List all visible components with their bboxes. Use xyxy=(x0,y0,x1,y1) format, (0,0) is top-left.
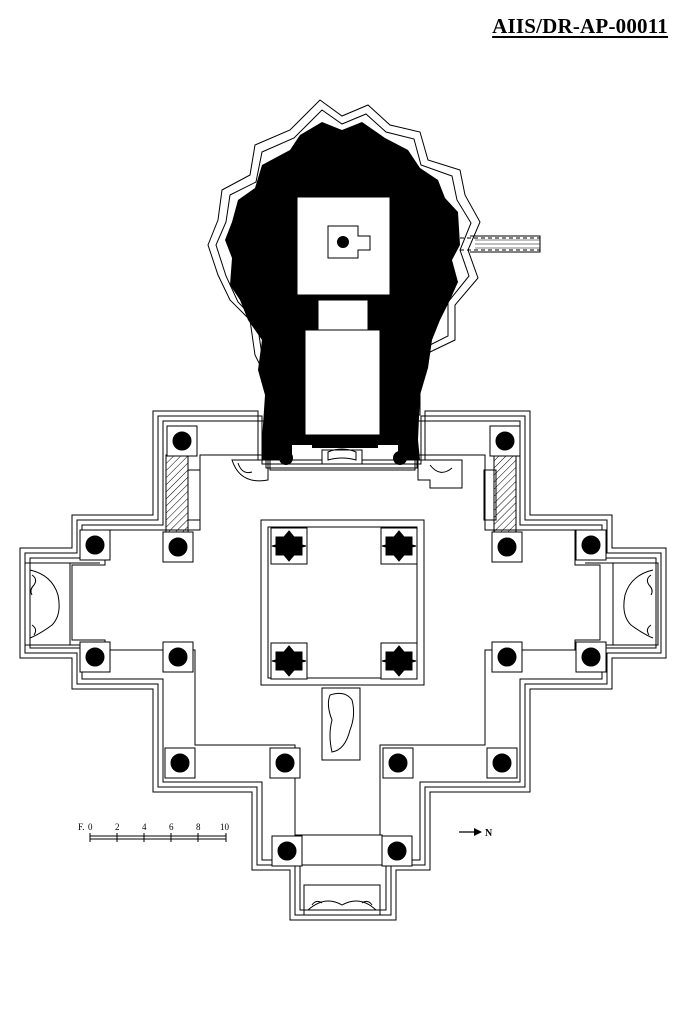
porch-south-steps xyxy=(301,834,383,866)
pillar-base xyxy=(575,529,607,561)
entrance-porches xyxy=(24,562,659,916)
scale-tick-label: 4 xyxy=(142,822,147,832)
scale-tick-label: 8 xyxy=(196,822,201,832)
porch-west xyxy=(24,562,71,646)
scale-tick-label: 10 xyxy=(220,822,230,832)
scale-bar: F. 0 2 4 6 8 10 xyxy=(78,822,230,842)
niche-sculpture-left xyxy=(231,459,269,482)
niche-north-wall-figure xyxy=(483,469,497,521)
pillar-base xyxy=(575,641,607,673)
pillar-base xyxy=(491,641,523,673)
hatched-wall-north xyxy=(493,454,517,534)
north-label: N xyxy=(485,828,493,839)
pillar-base xyxy=(382,747,414,779)
pillar-base xyxy=(162,531,194,563)
central-pillar xyxy=(380,642,418,680)
central-pillars xyxy=(270,527,418,680)
carving-east xyxy=(623,569,654,639)
carving-south xyxy=(307,900,377,911)
central-pillar xyxy=(270,527,308,565)
nandi-slab xyxy=(321,687,361,761)
hall-central-platform-inner xyxy=(267,526,418,679)
hall-central-platform xyxy=(260,519,425,686)
hatched-wall-south xyxy=(165,454,189,534)
drawing-reference-code: AIIS/DR-AP-00011 xyxy=(492,14,668,38)
pillar-base xyxy=(491,531,523,563)
pillar-base xyxy=(166,425,198,457)
shrine-junction-pillars xyxy=(279,451,407,465)
junction-pillar xyxy=(393,451,407,465)
hall-inner-wall xyxy=(71,454,601,836)
scale-tick-label: 0 xyxy=(88,822,93,832)
scale-unit-label: F. xyxy=(78,822,85,832)
pillar-base xyxy=(269,747,301,779)
arrow-head-icon xyxy=(474,828,482,836)
shrine-threshold xyxy=(321,449,363,465)
pillar-base xyxy=(486,747,518,779)
pillar-base xyxy=(489,425,521,457)
plinth-outline xyxy=(19,410,667,921)
antarala-passage xyxy=(304,329,381,436)
star-outer-line xyxy=(207,99,481,416)
central-pillar xyxy=(270,642,308,680)
plinth-inner-line xyxy=(24,415,662,916)
niche-sculpture-right xyxy=(417,459,463,489)
niche-sculptures xyxy=(187,459,497,521)
scale-tick-label: 6 xyxy=(169,822,174,832)
pillar-base xyxy=(164,747,196,779)
antarala-doorway xyxy=(317,299,369,331)
hall-pillars xyxy=(79,425,607,867)
niche-south-wall-figure xyxy=(187,469,201,521)
garbhagriha xyxy=(296,196,541,296)
central-pillar xyxy=(380,527,418,565)
pillar-base xyxy=(79,529,111,561)
north-arrow: N xyxy=(459,828,493,839)
plinth-inner-line-2 xyxy=(29,420,657,911)
porch-south xyxy=(303,884,381,916)
scale-tick-label: 2 xyxy=(115,822,120,832)
junction-pillar xyxy=(279,451,293,465)
pillar-base xyxy=(381,835,413,867)
balustrade-carvings xyxy=(29,569,654,911)
vimana-star-outline xyxy=(207,99,481,416)
porch-east xyxy=(612,562,659,646)
antarala xyxy=(304,299,381,465)
shiva-linga xyxy=(337,236,349,248)
pillar-base xyxy=(271,835,303,867)
star-inner-line xyxy=(215,109,472,411)
mandapa-walls xyxy=(71,454,601,836)
pillar-base xyxy=(162,641,194,673)
plinth-outer-line xyxy=(19,410,667,921)
carving-west xyxy=(29,569,60,639)
pillar-base xyxy=(79,641,111,673)
